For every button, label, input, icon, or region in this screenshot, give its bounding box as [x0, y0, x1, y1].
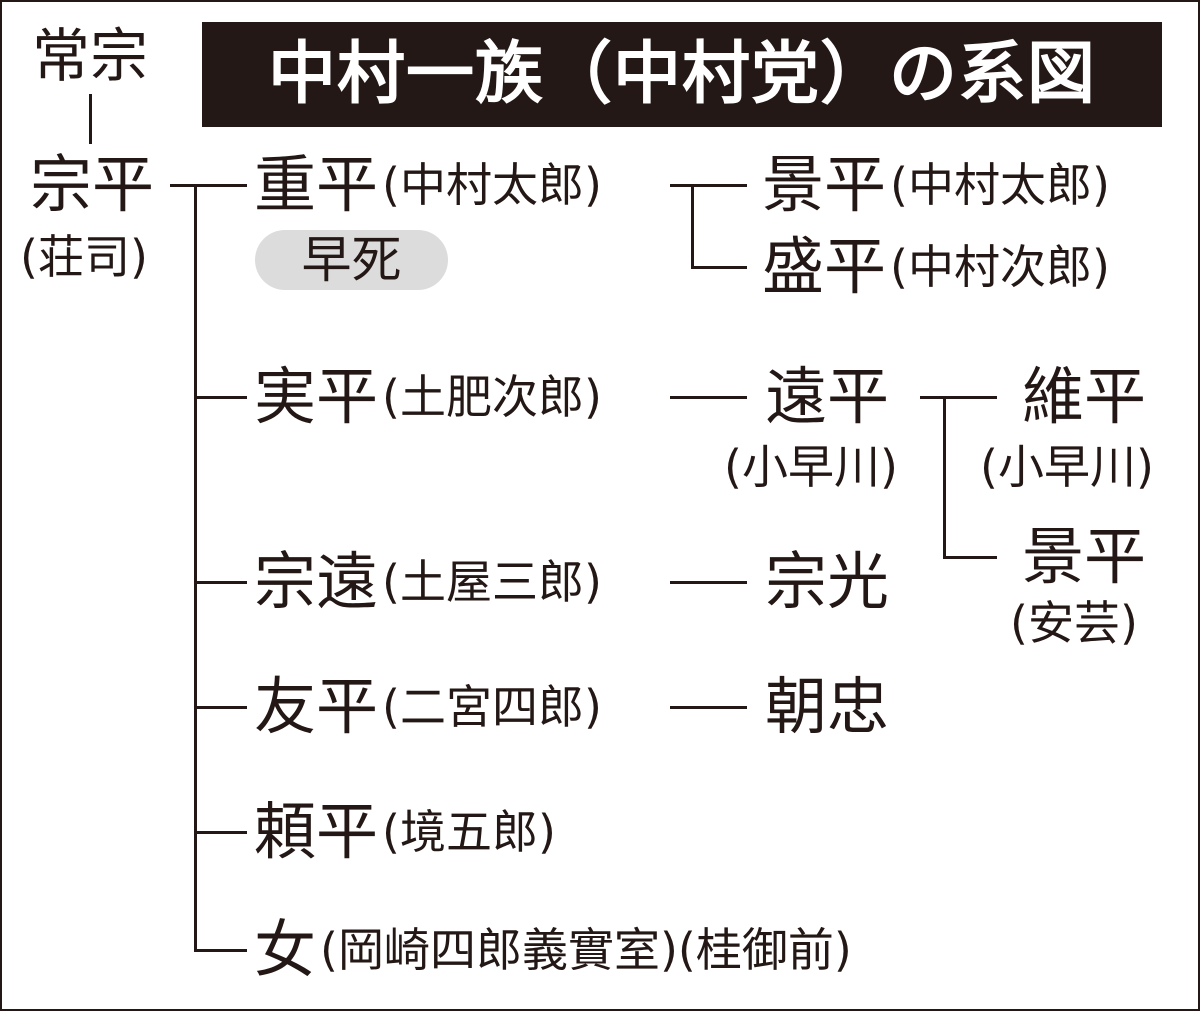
child-node: 重平 (中村太郎) — [254, 154, 602, 216]
child-node: 女 (岡崎四郎義實室)(桂御前) — [254, 919, 852, 981]
connector-line — [194, 831, 247, 834]
connector-line — [194, 581, 247, 584]
great-grandchild-name: 景平 — [1022, 520, 1147, 593]
ancestor-name: 常宗 — [32, 22, 149, 90]
grandchild-name: 景平 — [762, 148, 887, 221]
trunk-line — [194, 184, 197, 952]
child-name: 宗遠 — [254, 545, 379, 618]
connector-line — [691, 184, 747, 187]
connector-line — [170, 184, 247, 187]
root-note: (荘司) — [20, 230, 148, 284]
great-grandchild-name: 維平 — [1022, 360, 1147, 433]
connector-line — [943, 556, 997, 559]
connector-line — [194, 949, 247, 952]
grandchild-node: 景平 (中村太郎) — [762, 154, 1110, 216]
connector-line — [691, 184, 694, 269]
grandchild-alias: (中村太郎) — [890, 158, 1110, 212]
connector-line — [194, 706, 247, 709]
child-alias: (土肥次郎) — [382, 370, 602, 424]
grandchild-name: 遠平 — [765, 360, 890, 433]
title-banner: 中村一族（中村党）の系図 — [202, 22, 1162, 127]
connector-line — [691, 266, 747, 269]
child-name: 友平 — [254, 670, 379, 743]
grandchild-node: 盛平 (中村次郎) — [762, 236, 1110, 298]
child-node: 実平 (土肥次郎) — [254, 366, 602, 428]
root-name: 宗平 — [30, 148, 155, 221]
connector-line — [89, 94, 92, 144]
child-alias: (二宮四郎) — [382, 680, 602, 734]
child-alias: (土屋三郎) — [382, 555, 602, 609]
child-alias: (岡崎四郎義實室)(桂御前) — [320, 923, 852, 977]
diagram-title: 中村一族（中村党）の系図 — [267, 34, 1096, 114]
grandchild-alias: (小早川) — [724, 440, 898, 494]
child-node: 友平 (二宮四郎) — [254, 676, 602, 738]
early-death-badge: 早死 — [255, 230, 448, 290]
connector-line — [943, 396, 946, 559]
child-node: 宗遠 (土屋三郎) — [254, 551, 602, 613]
child-node: 頼平 (境五郎) — [254, 801, 556, 863]
connector-line — [670, 706, 747, 709]
grandchild-name: 盛平 — [762, 230, 887, 303]
grandchild-alias: (中村次郎) — [890, 240, 1110, 294]
connector-line — [670, 581, 747, 584]
connector-line — [920, 396, 997, 399]
grandchild-name: 宗光 — [765, 545, 890, 618]
connector-line — [670, 396, 747, 399]
grandchild-name: 朝忠 — [765, 670, 890, 743]
child-alias: (境五郎) — [382, 805, 556, 859]
great-grandchild-alias: (安芸) — [1010, 596, 1138, 650]
child-name: 女 — [254, 913, 317, 986]
connector-line — [670, 184, 694, 187]
connector-line — [194, 396, 247, 399]
child-name: 重平 — [254, 148, 379, 221]
child-name: 頼平 — [254, 795, 379, 868]
child-name: 実平 — [254, 360, 379, 433]
great-grandchild-alias: (小早川) — [980, 440, 1154, 494]
child-alias: (中村太郎) — [382, 158, 602, 212]
